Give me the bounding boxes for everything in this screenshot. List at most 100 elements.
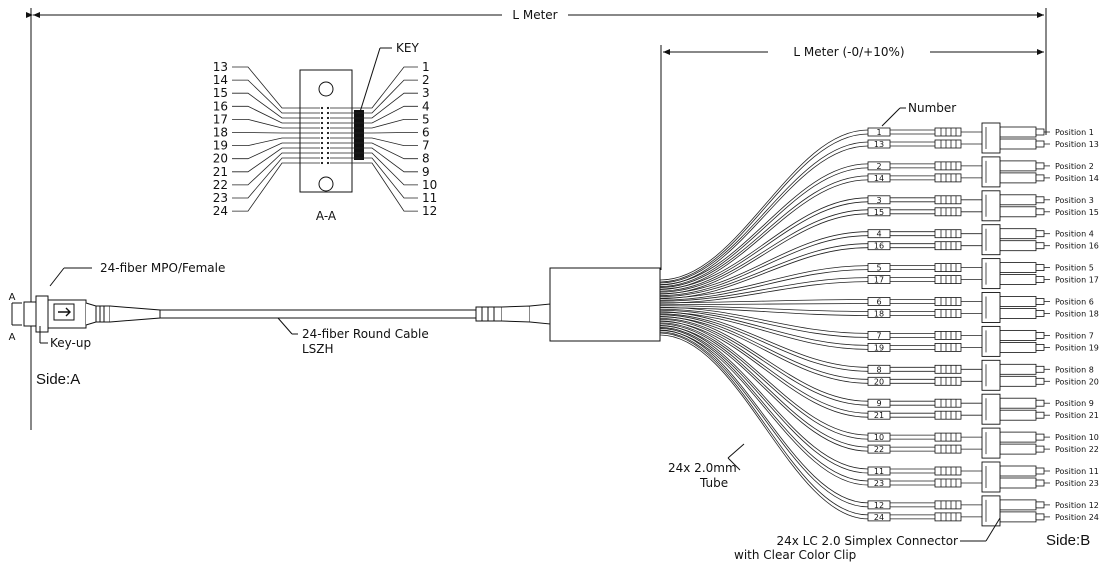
pin-number-left: 13 (213, 60, 228, 74)
position-label-top: Position 5 (1055, 264, 1094, 273)
tube-label-line2: Tube (699, 476, 728, 490)
overall-length-dimension: L Meter (26, 8, 1047, 430)
mpo-connector-label: 24-fiber MPO/Female (100, 261, 225, 275)
lc-connector-label-line2: with Clear Color Clip (734, 548, 856, 562)
pin-number-left: 15 (213, 86, 228, 100)
leg-number-bottom: 14 (874, 174, 884, 183)
lc-connector-label-line1: 24x LC 2.0 Simplex Connector (776, 534, 958, 548)
position-label-top: Position 4 (1055, 230, 1094, 239)
side-b-label: Side:B (1046, 532, 1090, 549)
leg-number-bottom: 17 (874, 276, 884, 285)
section-marker-top: A (9, 292, 16, 303)
section-label: A-A (316, 209, 337, 223)
position-label-top: Position 2 (1055, 162, 1094, 171)
position-label-bottom: Position 13 (1055, 140, 1099, 149)
leg-number-top: 1 (876, 128, 881, 137)
tube-callout: 24x 2.0mm Tube (668, 443, 745, 490)
pin-number-left: 16 (213, 99, 228, 113)
section-marker-bottom: A (9, 332, 16, 343)
position-label-bottom: Position 24 (1055, 513, 1099, 522)
pin-number-left: 23 (213, 191, 228, 205)
leg-number-bottom: 13 (874, 140, 884, 149)
pin-number-left: 24 (213, 204, 228, 218)
pin-number-right: 8 (422, 152, 430, 166)
position-label-bottom: Position 18 (1055, 310, 1099, 319)
leg-number-top: 2 (876, 162, 881, 171)
pin-number-left: 17 (213, 112, 228, 126)
position-label-top: Position 11 (1055, 467, 1099, 476)
position-label-bottom: Position 19 (1055, 343, 1099, 352)
pin-number-right: 6 (422, 126, 430, 140)
position-label-bottom: Position 20 (1055, 377, 1099, 386)
position-label-top: Position 7 (1055, 331, 1094, 340)
position-label-bottom: Position 22 (1055, 445, 1099, 454)
position-label-top: Position 6 (1055, 298, 1094, 307)
position-label-top: Position 8 (1055, 365, 1094, 374)
position-label-bottom: Position 14 (1055, 174, 1099, 183)
breakout-leg: 10 Position 10 22 Position 22 (659, 320, 1099, 459)
number-callout: Number (881, 101, 956, 127)
pin-number-left: 20 (213, 152, 228, 166)
breakout-length-dimension: L Meter (-0/+10%) (660, 45, 1044, 270)
pin-number-right: 3 (422, 86, 430, 100)
leg-number-top: 8 (876, 365, 881, 374)
pin-number-left: 18 (213, 126, 228, 140)
position-label-bottom: Position 16 (1055, 242, 1099, 251)
breakout-leg: 7 Position 7 19 Position 19 (659, 306, 1099, 357)
cable-label-line1: 24-fiber Round Cable (302, 327, 429, 341)
key-label: KEY (396, 41, 419, 55)
breakout-housing (549, 267, 661, 342)
leg-number-top: 3 (876, 196, 881, 205)
pin-number-right: 9 (422, 165, 430, 179)
leg-number-top: 4 (876, 230, 881, 239)
position-label-bottom: Position 17 (1055, 276, 1099, 285)
pin-number-right: 5 (422, 112, 430, 126)
breakout-length-label: L Meter (-0/+10%) (793, 45, 904, 59)
position-label-bottom: Position 23 (1055, 479, 1099, 488)
position-label-top: Position 9 (1055, 399, 1094, 408)
leg-number-bottom: 18 (874, 310, 884, 319)
leg-number-top: 9 (876, 399, 881, 408)
leg-number-top: 6 (876, 298, 881, 307)
end-view-guide-hole-top (318, 81, 334, 97)
overall-length-label: L Meter (512, 8, 557, 22)
position-label-bottom: Position 15 (1055, 208, 1099, 217)
pin-number-right: 7 (422, 139, 430, 153)
breakout-leg: 8 Position 8 20 Position 20 (659, 311, 1099, 391)
mpo-connector: A A 24-fiber MPO/Female Key-up (9, 261, 226, 350)
pin-number-right: 11 (422, 191, 437, 205)
end-view-guide-hole-bottom (318, 176, 334, 192)
leg-number-bottom: 22 (874, 445, 884, 454)
leg-number-top: 7 (876, 331, 881, 340)
key-up-label: Key-up (50, 336, 91, 350)
breakout-leg: 2 Position 2 14 Position 14 (659, 156, 1099, 290)
position-label-top: Position 3 (1055, 196, 1094, 205)
side-a-label: Side:A (36, 371, 80, 388)
leg-number-bottom: 20 (874, 377, 884, 386)
pin-number-left: 19 (213, 139, 228, 153)
pin-number-left: 22 (213, 178, 228, 192)
pin-leader-lines (232, 66, 418, 212)
pin-number-right: 10 (422, 178, 437, 192)
lc-connector-callout: 24x LC 2.0 Simplex Connector with Clear … (734, 517, 1001, 562)
pin-number-right: 4 (422, 99, 430, 113)
leg-number-bottom: 19 (874, 343, 884, 352)
end-view-key (354, 110, 364, 160)
pin-number-right: 1 (422, 60, 430, 74)
leg-number-top: 11 (874, 467, 884, 476)
pin-number-left: 14 (213, 73, 228, 87)
position-label-bottom: Position 21 (1055, 411, 1099, 420)
tube-label-line1: 24x 2.0mm (668, 461, 737, 475)
position-label-top: Position 10 (1055, 433, 1099, 442)
pin-number-left: 21 (213, 165, 228, 179)
leg-number-top: 10 (874, 433, 884, 442)
